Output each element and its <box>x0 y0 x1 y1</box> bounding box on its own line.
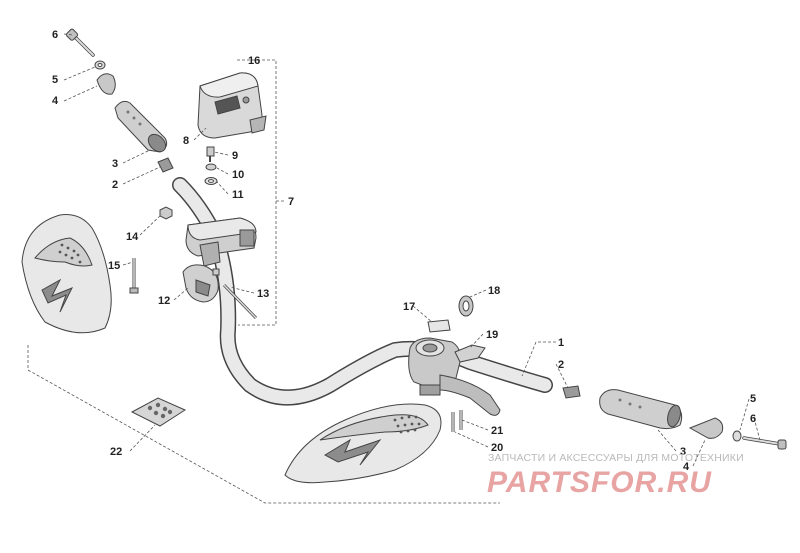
thumb-throttle-lever-12 <box>182 264 219 303</box>
lock-washer-10 <box>205 163 217 171</box>
reservoir-label-17 <box>427 319 451 333</box>
callout-15: 15 <box>108 260 120 272</box>
callout-19: 19 <box>486 329 498 341</box>
callout-2-right: 2 <box>558 359 564 371</box>
callout-9: 9 <box>232 150 238 162</box>
callout-2-left: 2 <box>112 179 118 191</box>
callout-12: 12 <box>158 295 170 307</box>
watermark-brand: PARTSFOR.RU <box>487 466 712 499</box>
callout-6-left: 6 <box>52 29 58 41</box>
clamp-screw-9 <box>206 146 215 162</box>
callout-17: 17 <box>403 301 415 313</box>
callout-22: 22 <box>110 446 122 458</box>
callout-5-right: 5 <box>750 393 756 405</box>
right-grip-assembly <box>562 385 787 450</box>
callout-10: 10 <box>232 169 244 181</box>
screw-15 <box>129 258 139 294</box>
screw-13 <box>222 283 258 320</box>
brake-master-cylinder <box>408 337 501 416</box>
watermark-tagline: ЗАПЧАСТИ И АКСЕССУАРЫ ДЛЯ МОТОТЕХНИКИ <box>488 452 744 464</box>
callout-18: 18 <box>488 285 500 297</box>
callout-4-right: 4 <box>683 461 690 473</box>
callout-11: 11 <box>232 189 244 201</box>
callout-3-left: 3 <box>112 158 118 170</box>
nut-14 <box>159 206 173 220</box>
left-handguard <box>21 214 112 334</box>
callout-7: 7 <box>288 196 294 208</box>
callout-16: 16 <box>248 55 260 67</box>
callout-numbers: 6 5 4 3 2 8 9 10 11 7 16 14 15 12 13 22 … <box>52 29 756 473</box>
hardware-kit-card <box>130 397 187 427</box>
gasket-18 <box>458 295 474 317</box>
callout-5-left: 5 <box>52 74 58 86</box>
right-handguard <box>284 403 442 484</box>
callout-21: 21 <box>491 425 503 437</box>
callout-6-right: 6 <box>750 413 756 425</box>
small-nut <box>212 268 220 276</box>
switch-housing <box>197 72 267 139</box>
clamp-block <box>185 217 257 267</box>
callout-8: 8 <box>183 135 189 147</box>
leader-lines <box>27 33 761 504</box>
flat-washer-11 <box>204 177 218 185</box>
clamp-bolts-20 <box>451 410 463 432</box>
callout-13: 13 <box>257 288 269 300</box>
callout-3-right: 3 <box>680 446 686 458</box>
callout-1: 1 <box>558 337 564 349</box>
callout-14: 14 <box>126 231 139 243</box>
callout-20: 20 <box>491 442 503 454</box>
callout-4-left: 4 <box>52 95 59 107</box>
left-grip-assembly <box>65 28 174 173</box>
